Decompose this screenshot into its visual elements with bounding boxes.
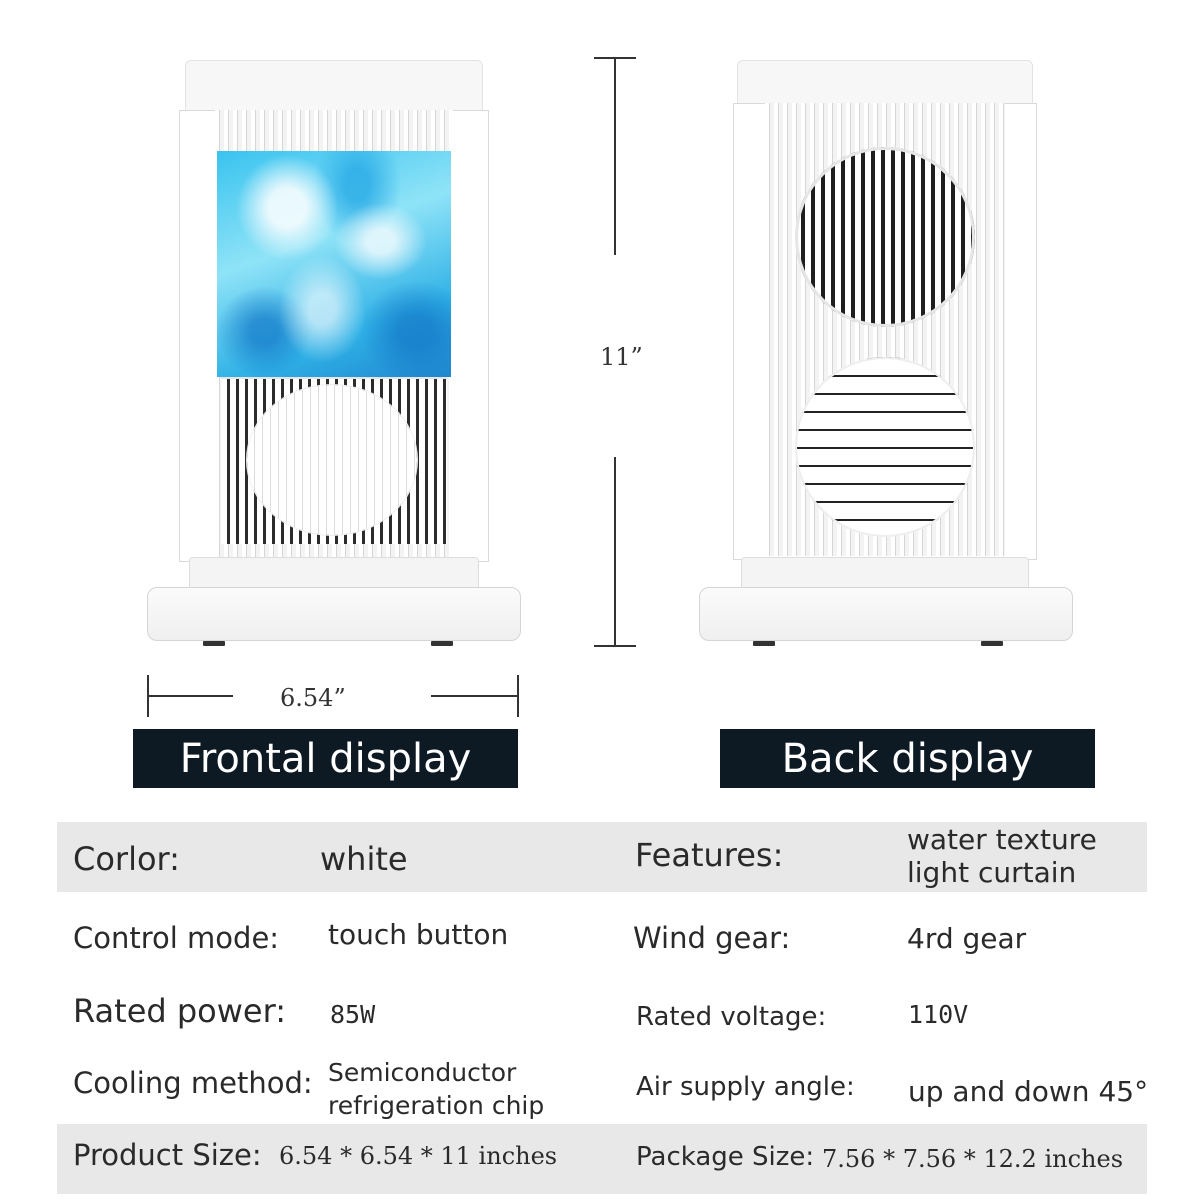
back-product-image — [695, 55, 1075, 650]
water-texture-panel — [217, 151, 451, 377]
back-base — [699, 587, 1073, 641]
front-base-top — [189, 557, 479, 588]
features-value-line1: water texture — [907, 823, 1097, 856]
air-supply-angle-value: up and down 45° — [908, 1075, 1149, 1108]
control-mode-label: Control mode: — [73, 921, 280, 955]
spec-row-5-bg — [57, 1124, 1147, 1194]
back-display-caption: Back display — [720, 729, 1095, 788]
back-lid — [737, 60, 1033, 107]
rated-power-value: 85W — [330, 1000, 376, 1029]
rated-voltage-value: 110V — [908, 1000, 969, 1029]
product-size-value: 6.54 * 6.54 * 11 inches — [279, 1142, 558, 1170]
cooling-method-value-line1: Semiconductor — [328, 1058, 517, 1087]
package-size-label: Package Size: — [636, 1142, 815, 1172]
width-line-left — [147, 695, 233, 697]
back-vent-top — [795, 147, 975, 327]
cooling-method-label: Cooling method: — [73, 1066, 313, 1100]
features-label: Features: — [635, 836, 784, 874]
cooling-method-value-line2: refrigeration chip — [328, 1091, 545, 1120]
air-supply-angle-label: Air supply angle: — [636, 1072, 855, 1102]
height-dimension: 11” — [590, 55, 650, 650]
width-label: 6.54” — [280, 684, 346, 712]
front-product-image — [145, 55, 525, 650]
color-value: white — [320, 840, 408, 878]
spec-row-1-bg — [57, 822, 1147, 892]
features-value-line2: light curtain — [907, 856, 1077, 889]
front-foot-right — [431, 641, 453, 646]
height-line-upper — [614, 57, 616, 255]
rated-voltage-label: Rated voltage: — [636, 1002, 827, 1032]
width-line-right — [431, 695, 519, 697]
wind-gear-value: 4rd gear — [907, 922, 1027, 955]
height-line-lower — [614, 457, 616, 647]
rated-power-label: Rated power: — [73, 992, 286, 1030]
product-size-label: Product Size: — [73, 1138, 262, 1172]
front-foot-left — [203, 641, 225, 646]
width-dimension: 6.54” — [145, 673, 525, 719]
wind-gear-label: Wind gear: — [633, 921, 791, 955]
back-foot-left — [753, 641, 775, 646]
width-cap-right — [517, 675, 519, 717]
control-mode-value: touch button — [328, 918, 509, 951]
frontal-display-caption: Frontal display — [133, 729, 518, 788]
height-label: 11” — [600, 343, 643, 371]
front-lid — [185, 60, 483, 114]
color-label: Corlor: — [73, 840, 180, 878]
front-base — [147, 587, 521, 641]
package-size-value: 7.56 * 7.56 * 12.2 inches — [822, 1145, 1124, 1173]
back-foot-right — [981, 641, 1003, 646]
front-fan-circle — [247, 385, 417, 535]
back-base-top — [741, 557, 1029, 588]
back-vent-bottom — [795, 357, 975, 537]
height-cap-bottom — [594, 645, 636, 647]
